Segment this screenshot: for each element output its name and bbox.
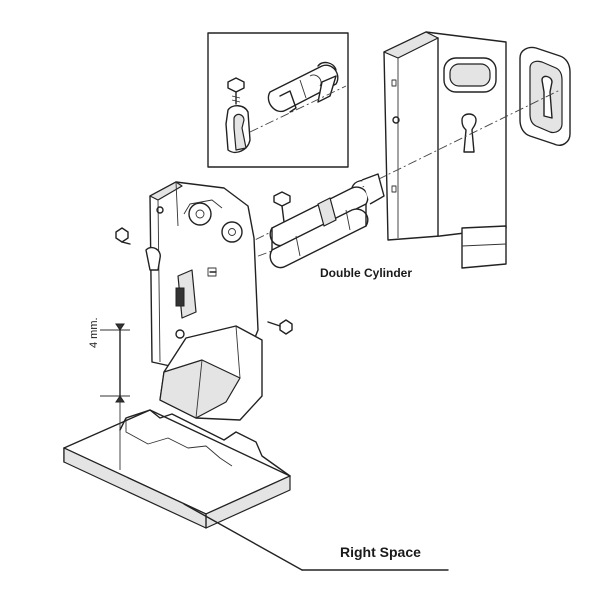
keyhole-icon	[461, 113, 477, 153]
strike-keeper	[159, 325, 263, 421]
bottom-screw-icon	[267, 319, 293, 335]
double-cylinder-label: Double Cylinder	[320, 266, 413, 280]
inset-screw-icon	[227, 77, 245, 105]
floor-profile-plate	[63, 409, 291, 529]
lock-box-housing	[383, 31, 507, 269]
escutcheon-keyhole-icon	[541, 75, 553, 119]
inset-cylinder-icon	[267, 61, 339, 113]
lock-body-mechanism	[145, 181, 259, 367]
inset-escutcheon-icon	[225, 105, 251, 154]
right-space-label: Right Space	[340, 544, 421, 560]
cylinder-screw-icon	[273, 191, 291, 223]
dimension-marks	[100, 323, 130, 470]
dimension-label: 4 mm.	[88, 317, 100, 348]
escutcheon-plate	[519, 46, 571, 146]
right-space-leader	[183, 503, 449, 571]
inset-detail-box	[207, 32, 349, 168]
double-cylinder-icon	[269, 173, 385, 269]
top-screw-icon	[115, 227, 131, 245]
